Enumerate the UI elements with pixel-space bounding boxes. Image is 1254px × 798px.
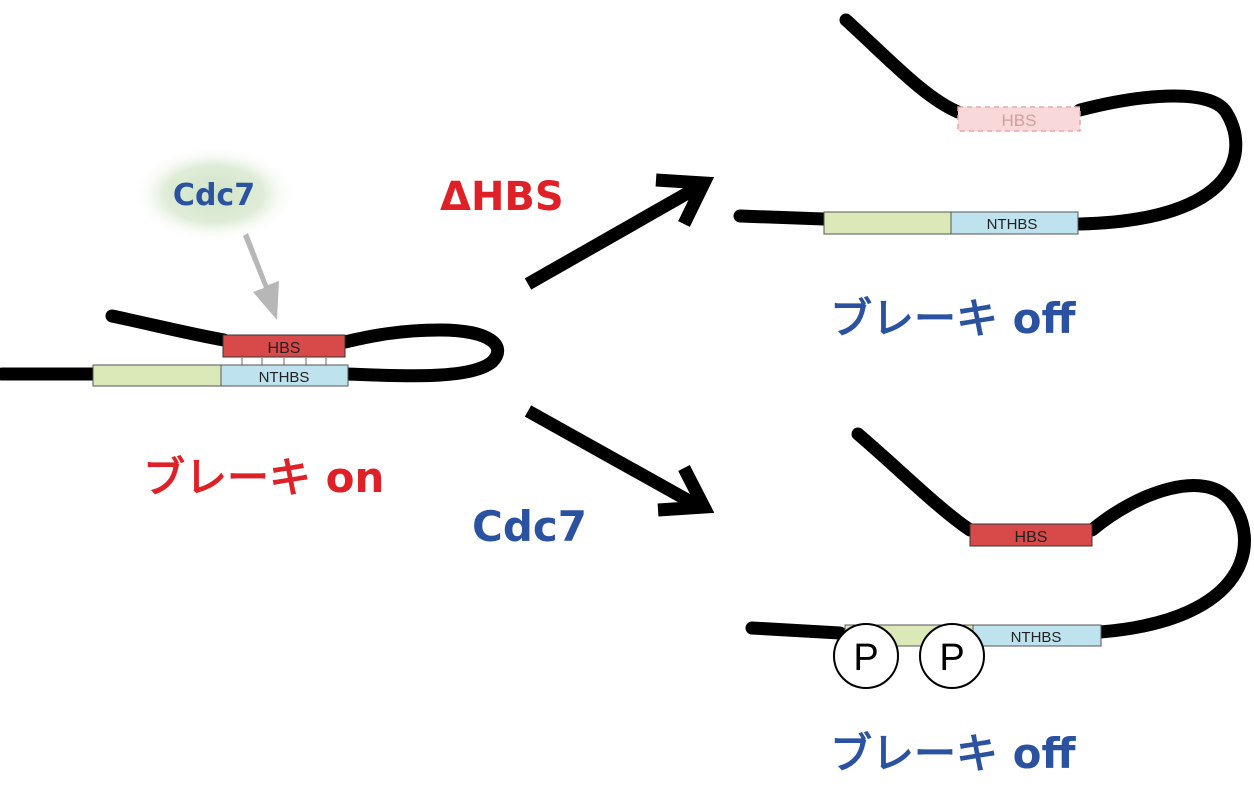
tr-dna-strand-lower (733, 209, 831, 226)
phospho-label-1: P (853, 637, 878, 679)
br-dna-strand-upper (851, 427, 977, 537)
cdc7-bubble-label: Cdc7 (173, 178, 255, 213)
cdc7-panel: HBS NTHBS P P ブレーキ off (745, 427, 1251, 778)
left-nthbs-green-box (92, 364, 222, 387)
tr-brake-off-label: ブレーキ off (830, 294, 1076, 343)
cdc7-arrow-label: Cdc7 (472, 502, 587, 551)
tr-nthbs-label: NTHBS (987, 216, 1038, 233)
lower-black-arrow (524, 405, 715, 517)
phospho-circle-2 (919, 623, 985, 689)
cdc7-gray-arrow (243, 233, 279, 320)
tr-nthbs-green-box (823, 211, 952, 235)
delta-hbs-label: ΔHBS (440, 174, 564, 220)
left-dna-strand-upper (105, 309, 231, 347)
br-hbs-box (969, 523, 1093, 547)
tr-hbs-label: HBS (1002, 111, 1037, 130)
cdc7-bubble (132, 146, 296, 242)
br-dna-strand-lower (745, 621, 847, 640)
tr-nthbs-box (950, 211, 1079, 235)
left-hbs-label: HBS (268, 340, 301, 357)
phospho-label-2: P (939, 637, 964, 679)
delta-hbs-panel: HBS NTHBS ブレーキ off (733, 13, 1243, 343)
br-dna-strand-loop (1085, 479, 1251, 639)
tr-dna-strand-loop (1073, 89, 1243, 231)
br-brake-off-label: ブレーキ off (830, 729, 1076, 778)
br-nthbs-label: NTHBS (1011, 629, 1062, 646)
tr-dna-strand-upper (839, 13, 965, 119)
left-nthbs-label: NTHBS (259, 369, 310, 386)
brake-on-panel: Cdc7 HBS NTHBS ブレーキ on (0, 146, 505, 502)
upper-black-arrow (524, 173, 715, 290)
left-nthbs-box (220, 364, 349, 387)
tr-hbs-faded-box (957, 106, 1081, 132)
brake-on-label: ブレーキ on (143, 453, 384, 502)
transition-arrows: ΔHBS Cdc7 (440, 173, 715, 551)
br-hbs-label: HBS (1015, 529, 1048, 546)
left-dna-strand-loop (338, 323, 505, 383)
phospho-circle-1 (833, 623, 899, 689)
